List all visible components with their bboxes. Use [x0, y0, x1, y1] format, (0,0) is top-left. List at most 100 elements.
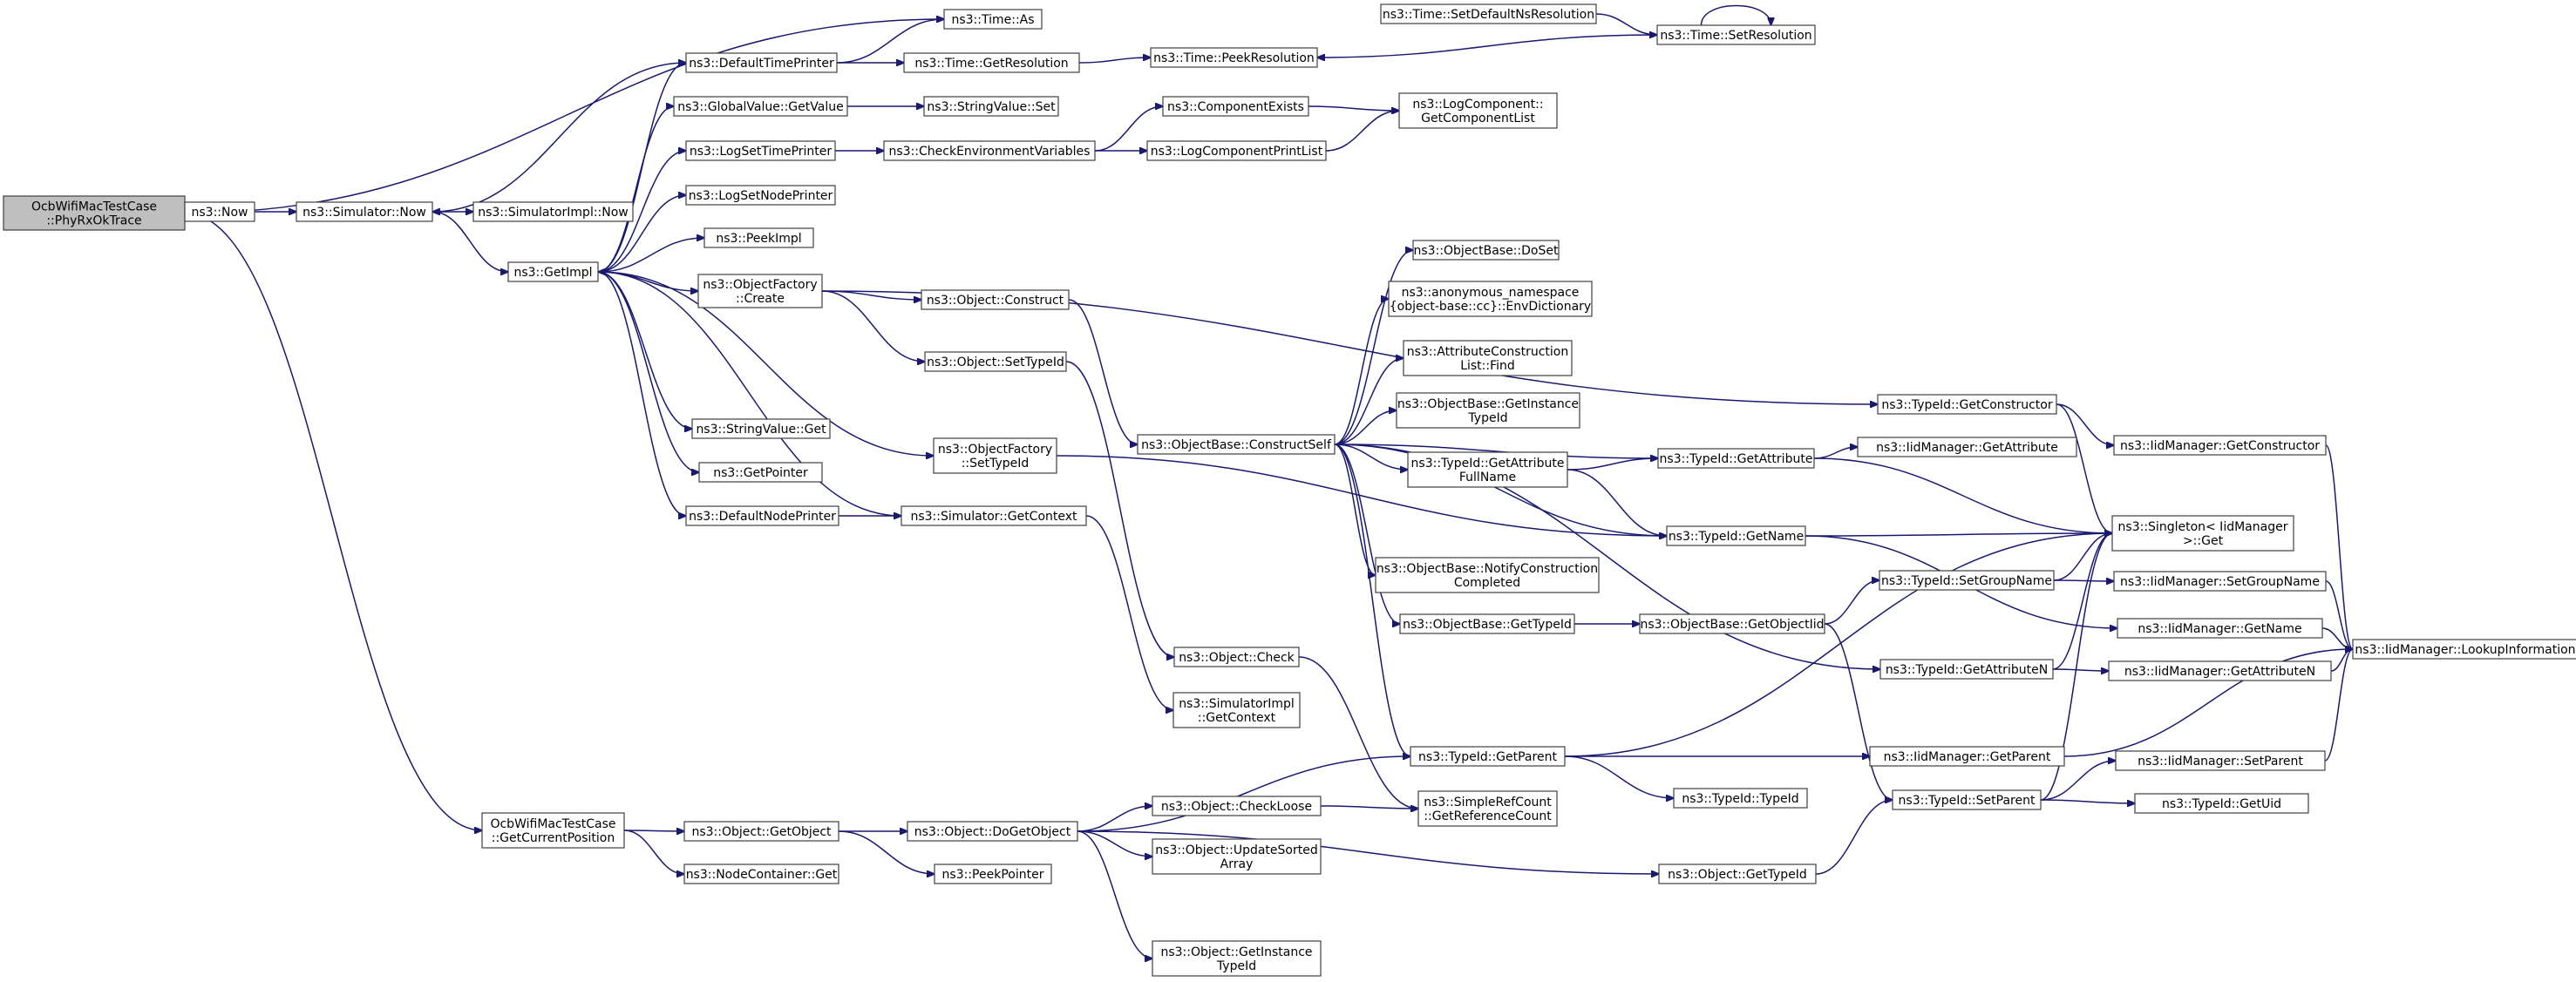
node-label: ns3::Object::DoGetObject: [914, 825, 1071, 839]
node-box: [1162, 96, 1309, 117]
node-tidgetattrn[interactable]: ns3::TypeId::GetAttributeN: [1879, 659, 2054, 680]
node-objconstruct[interactable]: ns3::Object::Construct: [921, 289, 1070, 310]
node-singleton[interactable]: ns3::Singleton< IidManager>::Get: [2111, 515, 2294, 552]
node-getres[interactable]: ns3::Time::GetResolution: [903, 52, 1080, 73]
edge-tidsetparent-to-singleton: [2040, 533, 2112, 801]
node-label: ns3::SimpleRefCount: [1424, 796, 1552, 809]
node-tidgetname[interactable]: ns3::TypeId::GetName: [1666, 525, 1806, 546]
node-label: TypeId: [1467, 411, 1507, 425]
node-deftimeprinter[interactable]: ns3::DefaultTimePrinter: [685, 52, 838, 73]
node-srcgetref[interactable]: ns3::SimpleRefCount::GetReferenceCount: [1417, 790, 1558, 827]
node-envdict[interactable]: ns3::anonymous_namespace{object-base::cc…: [1388, 281, 1593, 317]
node-box: [1666, 525, 1806, 546]
node-iidlookup[interactable]: ns3::IidManager::LookupInformation: [2352, 639, 2576, 660]
node-tidsetgroup[interactable]: ns3::TypeId::SetGroupName: [1879, 570, 2055, 591]
node-simnow[interactable]: ns3::Simulator::Now: [296, 201, 433, 222]
node-timeas[interactable]: ns3::Time::As: [943, 9, 1043, 30]
node-tidgetuid[interactable]: ns3::TypeId::GetUid: [2134, 793, 2309, 814]
edge-deftimeprinter-to-simnow: [432, 62, 687, 212]
node-tidgetattr[interactable]: ns3::TypeId::GetAttribute: [1657, 448, 1815, 469]
node-obdoset[interactable]: ns3::ObjectBase::DoSet: [1412, 240, 1560, 261]
node-box: [2115, 750, 2326, 771]
node-iidgetattr[interactable]: ns3::IidManager::GetAttribute: [1857, 437, 2077, 457]
node-box: [933, 437, 1057, 474]
node-box: [703, 227, 814, 248]
edge-iidsetparent-to-iidlookup: [2324, 649, 2353, 762]
node-obgettypeid[interactable]: ns3::ObjectBase::GetTypeId: [1399, 613, 1575, 634]
node-iidgetparent[interactable]: ns3::IidManager::GetParent: [1869, 746, 2065, 767]
node-objsettypeid[interactable]: ns3::Object::SetTypeId: [924, 351, 1067, 372]
node-setres[interactable]: ns3::Time::SetResolution: [1656, 24, 1816, 45]
edges-layer: [185, 4, 2353, 959]
edge-obconstructself-to-tidgetattr: [1334, 444, 1658, 458]
node-tidtypeid[interactable]: ns3::TypeId::TypeId: [1673, 788, 1808, 809]
node-ofsettypeid[interactable]: ns3::ObjectFactory::SetTypeId: [933, 437, 1057, 474]
node-ofcreate[interactable]: ns3::ObjectFactory::Create: [697, 274, 823, 308]
node-objdoget[interactable]: ns3::Object::DoGetObject: [907, 821, 1078, 842]
node-logsettime[interactable]: ns3::LogSetTimePrinter: [685, 140, 836, 161]
node-label: ns3::ComponentExists: [1167, 100, 1304, 114]
node-logcompprint[interactable]: ns3::LogComponentPrintList: [1146, 140, 1327, 161]
node-logsetnode[interactable]: ns3::LogSetNodePrinter: [685, 185, 836, 206]
node-simgetctx[interactable]: ns3::Simulator::GetContext: [901, 505, 1087, 526]
node-gvget[interactable]: ns3::GlobalValue::GetValue: [673, 96, 848, 117]
node-peekimpl[interactable]: ns3::PeekImpl: [703, 227, 814, 248]
node-logcompget[interactable]: ns3::LogComponent::GetComponentList: [1398, 92, 1558, 129]
edge-objdoget-to-tidgetparent: [1077, 756, 1410, 832]
node-box: [2113, 571, 2327, 592]
node-box: [924, 351, 1067, 372]
node-box: [1152, 940, 1322, 977]
node-checkenv[interactable]: ns3::CheckEnvironmentVariables: [883, 140, 1096, 161]
node-iidsetparent[interactable]: ns3::IidManager::SetParent: [2115, 750, 2326, 771]
node-getimpl[interactable]: ns3::GetImpl: [507, 261, 599, 282]
node-defnodeprinter[interactable]: ns3::DefaultNodePrinter: [685, 505, 839, 526]
node-obgetobjtid[interactable]: ns3::ObjectBase::GetObjectIid: [1639, 613, 1825, 634]
node-iidgetattrn[interactable]: ns3::IidManager::GetAttributeN: [2108, 660, 2332, 681]
node-now[interactable]: ns3::Now: [184, 201, 255, 222]
node-iidgetname[interactable]: ns3::IidManager::GetName: [2117, 618, 2323, 639]
node-peekptr[interactable]: ns3::PeekPointer: [934, 863, 1052, 884]
node-tidsetparent[interactable]: ns3::TypeId::SetParent: [1892, 789, 2042, 810]
node-objgetobj[interactable]: ns3::Object::GetObject: [683, 821, 839, 842]
node-objcheck[interactable]: ns3::Object::Check: [1173, 647, 1300, 667]
node-objgettypeid[interactable]: ns3::Object::GetTypeId: [1658, 863, 1817, 884]
node-label: ns3::TypeId::SetGroupName: [1881, 574, 2052, 588]
node-box: [296, 201, 433, 222]
node-tidgetctor[interactable]: ns3::TypeId::GetConstructor: [1877, 394, 2057, 415]
node-box: [1380, 3, 1597, 24]
node-svget[interactable]: ns3::StringValue::Get: [691, 418, 831, 439]
node-simimplgetctx[interactable]: ns3::SimulatorImpl::GetContext: [1172, 692, 1301, 728]
node-label: ::PhyRxOkTrace: [46, 214, 141, 228]
node-box: [683, 821, 839, 842]
node-root[interactable]: OcbWifiMacTestCase::PhyRxOkTrace: [3, 195, 186, 231]
node-box: [1150, 47, 1318, 68]
node-tidgetparent[interactable]: ns3::TypeId::GetParent: [1410, 746, 1566, 767]
node-label: OcbWifiMacTestCase: [31, 200, 157, 214]
node-setdefns[interactable]: ns3::Time::SetDefaultNsResolution: [1380, 3, 1597, 24]
node-peekres[interactable]: ns3::Time::PeekResolution: [1150, 47, 1318, 68]
node-label: ::Create: [736, 292, 785, 306]
node-compexists[interactable]: ns3::ComponentExists: [1162, 96, 1309, 117]
node-getpointer[interactable]: ns3::GetPointer: [698, 462, 823, 483]
node-iidgetctor[interactable]: ns3::IidManager::GetConstructor: [2113, 435, 2327, 456]
node-simimplnow[interactable]: ns3::SimulatorImpl::Now: [472, 201, 634, 222]
node-obconstructself[interactable]: ns3::ObjectBase::ConstructSelf: [1137, 434, 1336, 455]
node-ncget[interactable]: ns3::NodeContainer::Get: [683, 863, 839, 884]
node-box: [907, 821, 1078, 842]
node-objcheckloose[interactable]: ns3::Object::CheckLoose: [1152, 796, 1322, 816]
node-label: FullName: [1459, 471, 1516, 484]
node-label: ns3::DefaultTimePrinter: [689, 57, 834, 71]
node-obnotify[interactable]: ns3::ObjectBase::NotifyConstructionCompl…: [1375, 557, 1600, 593]
node-getcurpos[interactable]: OcbWifiMacTestCase::GetCurrentPosition: [481, 812, 625, 849]
node-box: [683, 863, 839, 884]
node-svset[interactable]: ns3::StringValue::Set: [923, 96, 1059, 117]
node-iidsetgroup[interactable]: ns3::IidManager::SetGroupName: [2113, 571, 2327, 592]
edge-getimpl-to-ofcreate: [597, 271, 698, 291]
edge-tidgetattr-to-iidgetattr: [1813, 447, 1858, 459]
node-label: ns3::StringValue::Set: [927, 100, 1056, 114]
